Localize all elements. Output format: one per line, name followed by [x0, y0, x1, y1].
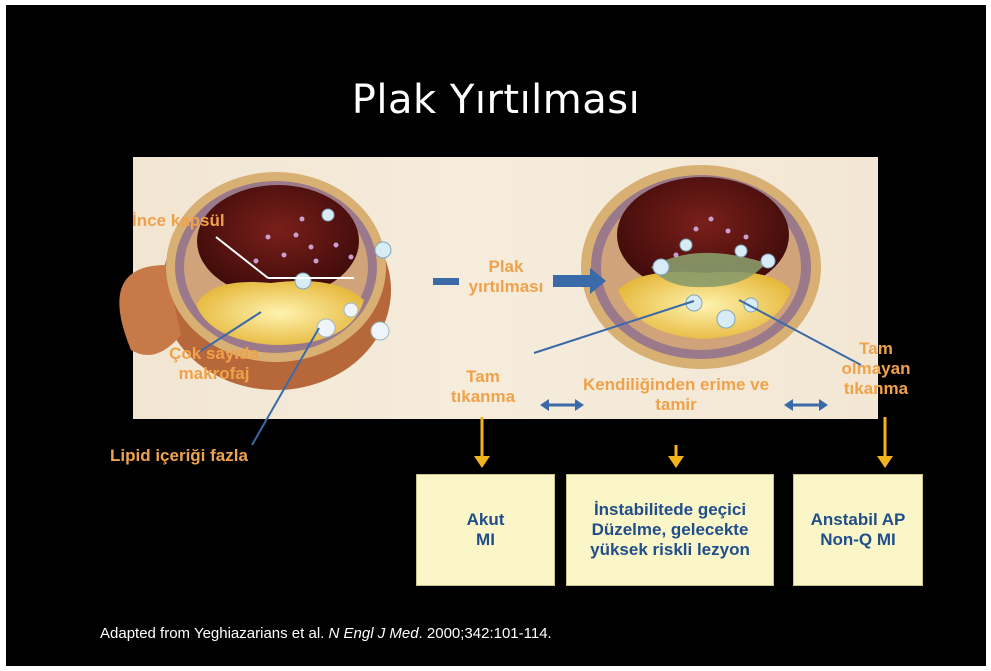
down-arrow-akut	[474, 417, 490, 468]
right-artery	[581, 165, 821, 369]
box-instabil-line1: İnstabilitede geçici	[590, 500, 750, 520]
label-ince-kapsul: İnce kapsül	[132, 211, 225, 231]
box-anstabil-line2: Non-Q MI	[811, 530, 906, 550]
label-tam-tikanma: Tam tıkanma	[438, 367, 528, 407]
down-arrow-anstabil	[877, 417, 893, 468]
slide: Plak Yırtılması	[6, 5, 986, 666]
citation-journal: N Engl J Med	[329, 625, 419, 642]
label-kendiliginden: Kendiliğinden erime ve tamir	[566, 375, 786, 415]
label-tam-line1: Tam	[438, 367, 528, 387]
outcome-box-instabil: İnstabilitede geçici Düzelme, gelecekte …	[566, 474, 774, 586]
plak-arrow-left-bar	[433, 278, 459, 285]
label-plak-yirtilmasi: Plak yırtılması	[464, 257, 548, 297]
box-instabil-line2: Düzelme, gelecekte	[590, 520, 750, 540]
label-cok-sayida-line1: Çok sayıda	[154, 344, 274, 364]
label-plak-line2: yırtılması	[464, 277, 548, 297]
down-arrow-instabil	[668, 445, 684, 468]
label-tam-olmayan: Tam olmayan tıkanma	[821, 339, 931, 399]
label-tam-olmayan-line1: Tam	[821, 339, 931, 359]
label-cok-sayida: Çok sayıda makrofaj	[154, 344, 274, 384]
label-tam-olmayan-line2: olmayan	[821, 359, 931, 379]
box-instabil-line3: yüksek riskli lezyon	[590, 540, 750, 560]
box-anstabil-line1: Anstabil AP	[811, 510, 906, 530]
label-lipid: Lipid içeriği fazla	[110, 446, 248, 466]
label-plak-line1: Plak	[464, 257, 548, 277]
outcome-box-akut-mi: Akut MI	[416, 474, 555, 586]
label-tam-line2: tıkanma	[438, 387, 528, 407]
double-arrow-right	[784, 399, 828, 411]
citation-suffix: . 2000;342:101-114.	[419, 625, 552, 642]
citation: Adapted from Yeghiazarians et al. N Engl…	[100, 625, 552, 642]
box-akut-line1: Akut	[467, 510, 505, 530]
label-kendiliginden-line2: tamir	[566, 395, 786, 415]
outcome-box-anstabil-ap: Anstabil AP Non-Q MI	[793, 474, 923, 586]
box-akut-line2: MI	[467, 530, 505, 550]
label-kendiliginden-line1: Kendiliğinden erime ve	[566, 375, 786, 395]
label-tam-olmayan-line3: tıkanma	[821, 379, 931, 399]
citation-prefix: Adapted from Yeghiazarians et al.	[100, 625, 329, 642]
label-cok-sayida-line2: makrofaj	[154, 364, 274, 384]
